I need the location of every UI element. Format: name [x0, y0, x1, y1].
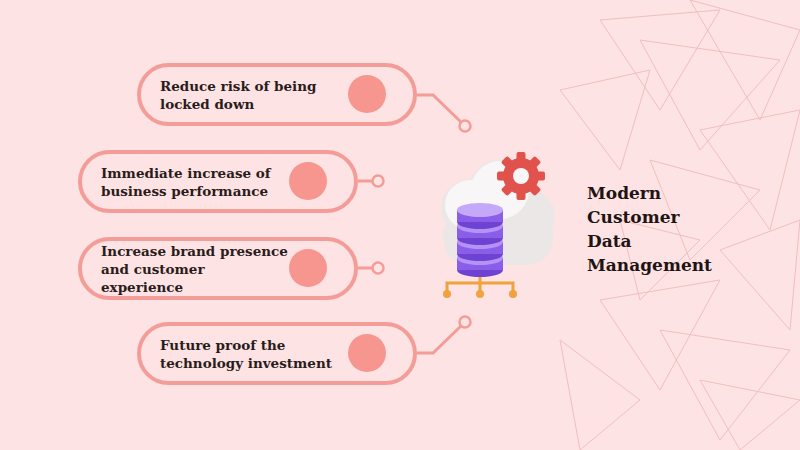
pill-dots [289, 75, 386, 372]
triangle-outline [640, 40, 780, 150]
gear-tooth [501, 156, 541, 196]
triangle-pattern [560, 0, 800, 450]
cloud-light [445, 161, 529, 230]
leader-end [460, 317, 471, 328]
cloud-icon [441, 152, 555, 298]
wire-end [443, 290, 451, 298]
leader-line [358, 180, 373, 183]
wire-ends [443, 290, 517, 298]
pill-text: Reduce risk of being locked down [160, 77, 350, 113]
leader-end [460, 121, 471, 132]
gear-body [503, 158, 539, 194]
gear-tooth [501, 156, 541, 196]
wire-end [476, 290, 484, 298]
benefit-pill: Reduce risk of being locked down [137, 63, 417, 126]
database-disk [457, 203, 503, 229]
triangle-outline [690, 0, 800, 120]
leader-lines [358, 95, 461, 353]
pill-dot [348, 334, 386, 372]
leader-line [417, 326, 461, 353]
cloud-part [443, 210, 553, 265]
triangle-outline [560, 70, 650, 170]
pill-dot [289, 162, 327, 200]
leader-end [373, 263, 384, 274]
benefit-pill: Future proof the technology investment [137, 322, 417, 385]
pill-text: Increase brand presence and customer exp… [101, 242, 291, 296]
pill-dot [348, 75, 386, 113]
leader-end [373, 176, 384, 187]
database-icon [457, 203, 503, 277]
gear-icon [497, 152, 545, 200]
triangle-outline [700, 380, 800, 450]
triangle-outline [600, 280, 720, 390]
pill-dot [289, 249, 327, 287]
benefit-pill: Immediate increase of business performan… [78, 150, 358, 213]
triangle-outline [560, 340, 640, 450]
disk-top [457, 203, 503, 217]
wire-end [509, 290, 517, 298]
leader-line [358, 267, 373, 270]
benefit-pill: Increase brand presence and customer exp… [78, 237, 358, 300]
pill-text: Future proof the technology investment [160, 336, 350, 372]
leader-line [417, 95, 461, 122]
triangle-outline [720, 220, 800, 330]
diagram-title: Modern Customer Data Management [587, 181, 712, 277]
triangle-outline [700, 110, 800, 230]
triangle-outline [600, 10, 720, 110]
pill-text: Immediate increase of business performan… [101, 164, 291, 200]
cloud-shadow [441, 159, 555, 265]
gear-hole [513, 168, 529, 184]
